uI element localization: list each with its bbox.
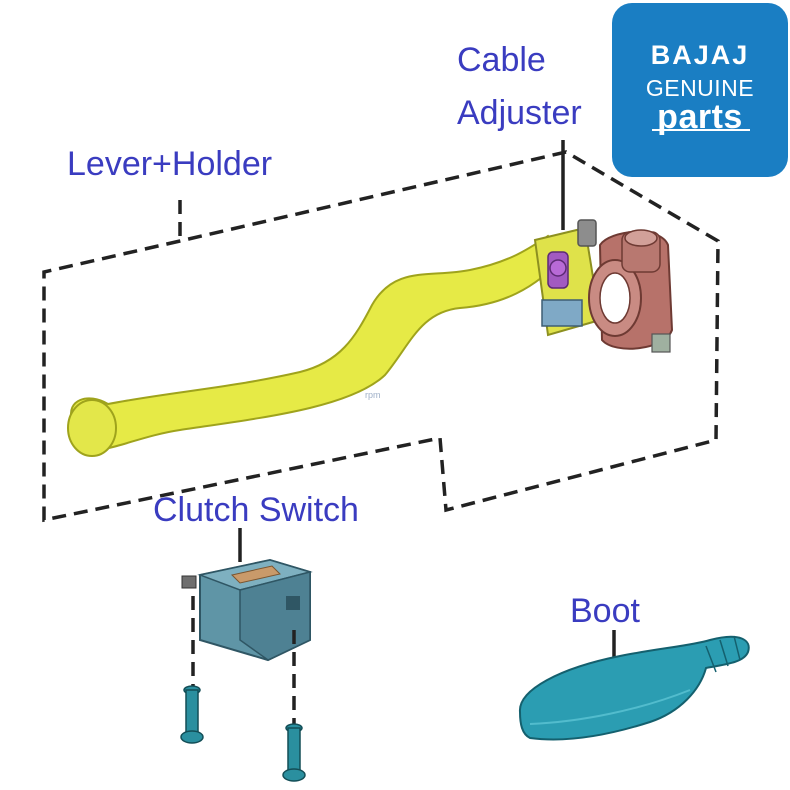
watermark-text: rpm: [365, 390, 381, 400]
lever-holder-label: Lever+Holder: [67, 145, 273, 183]
logo-brand: BAJAJ: [650, 40, 750, 70]
switch-screw-leaders: [191, 596, 296, 724]
cable-adjuster-label-line2: Adjuster: [457, 94, 582, 132]
cable-adjuster-label-line1: Cable: [457, 41, 546, 79]
boot-part: [518, 635, 750, 741]
screw-part: [282, 723, 306, 782]
clutch-switch-part: [181, 558, 313, 662]
clutch-switch-label: Clutch Switch: [153, 491, 359, 529]
boot-label: Boot: [570, 592, 640, 630]
assembly-frame: [42, 150, 720, 523]
screw-part: [180, 685, 204, 744]
logo-genuine: GENUINE: [645, 75, 755, 101]
logo-parts: parts: [657, 98, 743, 136]
bajaj-logo: BAJAJ GENUINE parts: [612, 3, 788, 177]
lever-holder-part: [67, 219, 674, 457]
logo-swoosh-icon: [652, 129, 750, 131]
